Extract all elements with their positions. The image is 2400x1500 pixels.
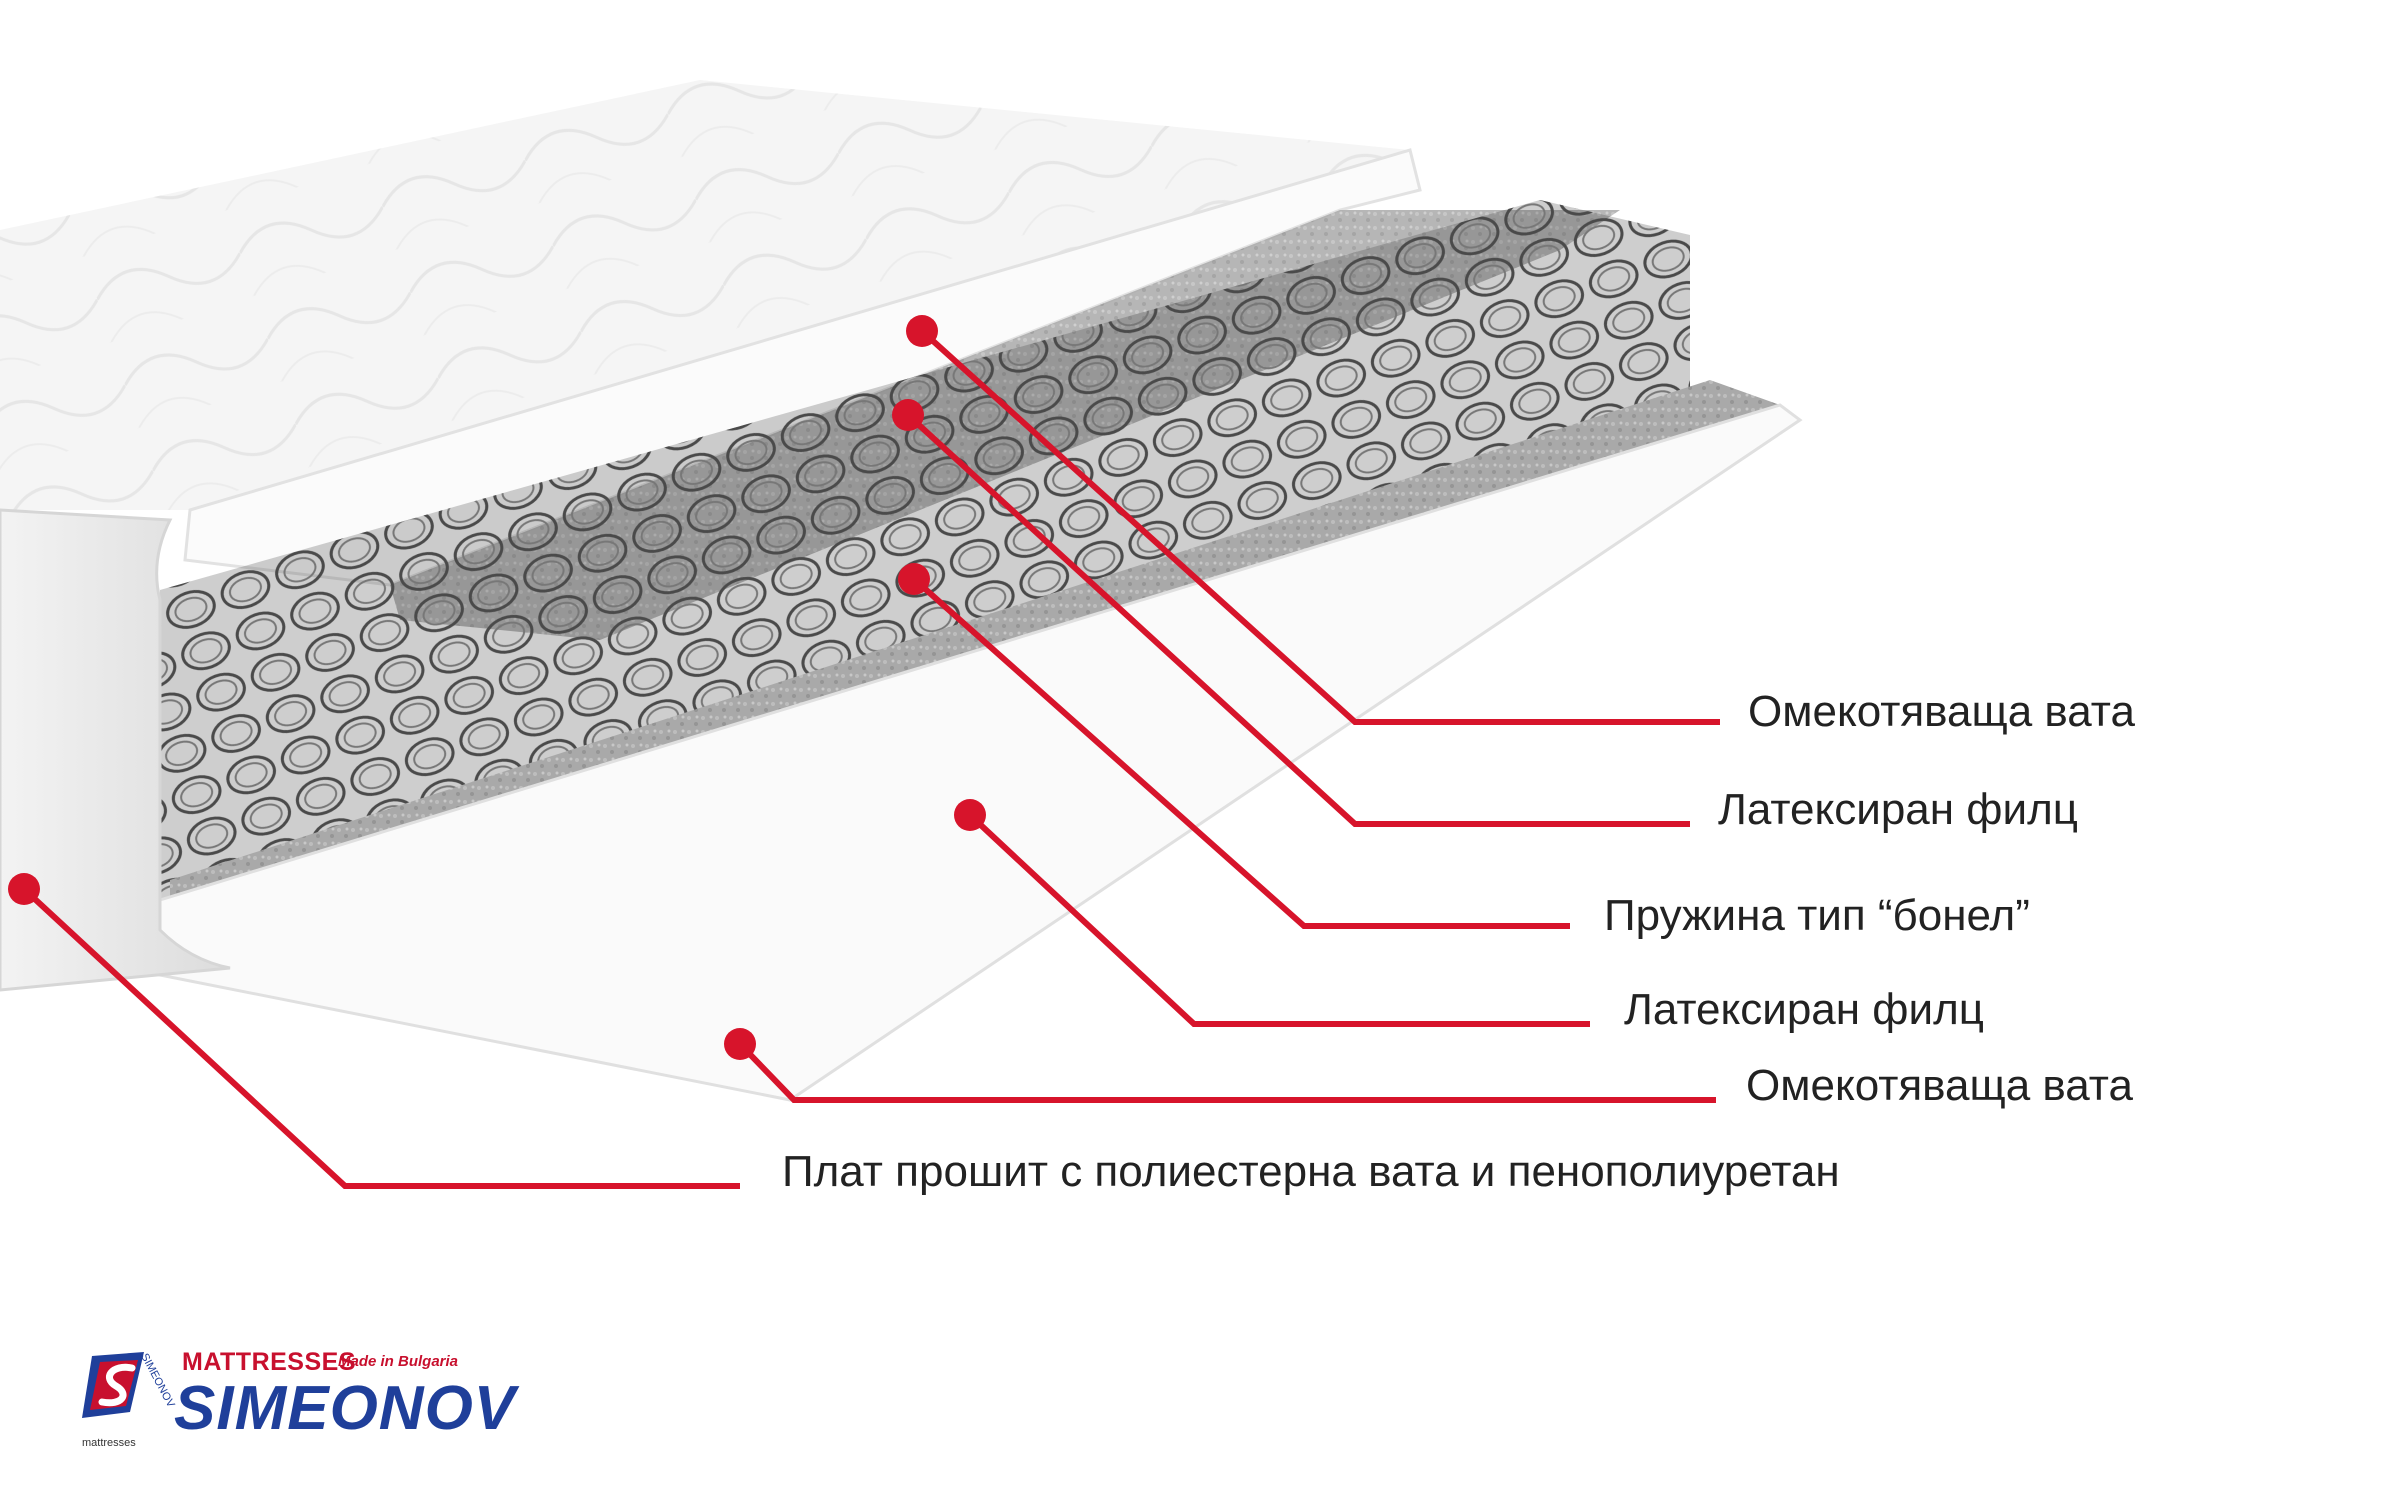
callout-label-bottom-felt: Латексиран филц bbox=[1624, 985, 1984, 1034]
callout-label-top-felt: Латексиран филц bbox=[1718, 785, 2078, 834]
logo-mattresses-text: MATTRESSES bbox=[182, 1348, 356, 1376]
logo-brand-name: SIMEONOV bbox=[174, 1374, 517, 1443]
callout-label-bottom-padding: Омекотяваща вата bbox=[1746, 1061, 2133, 1110]
callout-dot-bottom-felt bbox=[954, 799, 986, 831]
callout-label-spring: Пружина тип “бонел” bbox=[1604, 891, 2030, 940]
callout-line-top-felt bbox=[905, 412, 1690, 827]
side-fabric-fold bbox=[0, 508, 231, 992]
callout-dot-fabric bbox=[8, 873, 40, 905]
callout-dot-top-felt bbox=[892, 399, 924, 431]
callout-line-top-padding bbox=[919, 328, 1720, 725]
simeonov-logo: SIMEONOV MATTRESSES Made in Bulgaria SIM… bbox=[82, 1348, 542, 1460]
callout-lines bbox=[8, 315, 1720, 1189]
callout-dot-spring bbox=[898, 563, 930, 595]
callout-label-top-padding: Омекотяваща вата bbox=[1748, 687, 2135, 736]
callout-line-fabric bbox=[21, 886, 740, 1189]
callout-line-bottom-felt bbox=[967, 812, 1590, 1027]
mattress-illustration bbox=[0, 80, 1803, 1102]
logo-emblem bbox=[82, 1352, 144, 1418]
logo-made-in-text: Made in Bulgaria bbox=[338, 1353, 459, 1370]
callout-dot-bottom-padding bbox=[724, 1028, 756, 1060]
callout-dot-top-padding bbox=[906, 315, 938, 347]
callout-line-spring bbox=[912, 576, 1570, 929]
callout-line-bottom-padding bbox=[737, 1041, 1716, 1103]
logo-small-text: mattresses bbox=[82, 1437, 136, 1449]
callout-label-fabric: Плат прошит с полиестерна вата и пенопол… bbox=[782, 1147, 1840, 1196]
